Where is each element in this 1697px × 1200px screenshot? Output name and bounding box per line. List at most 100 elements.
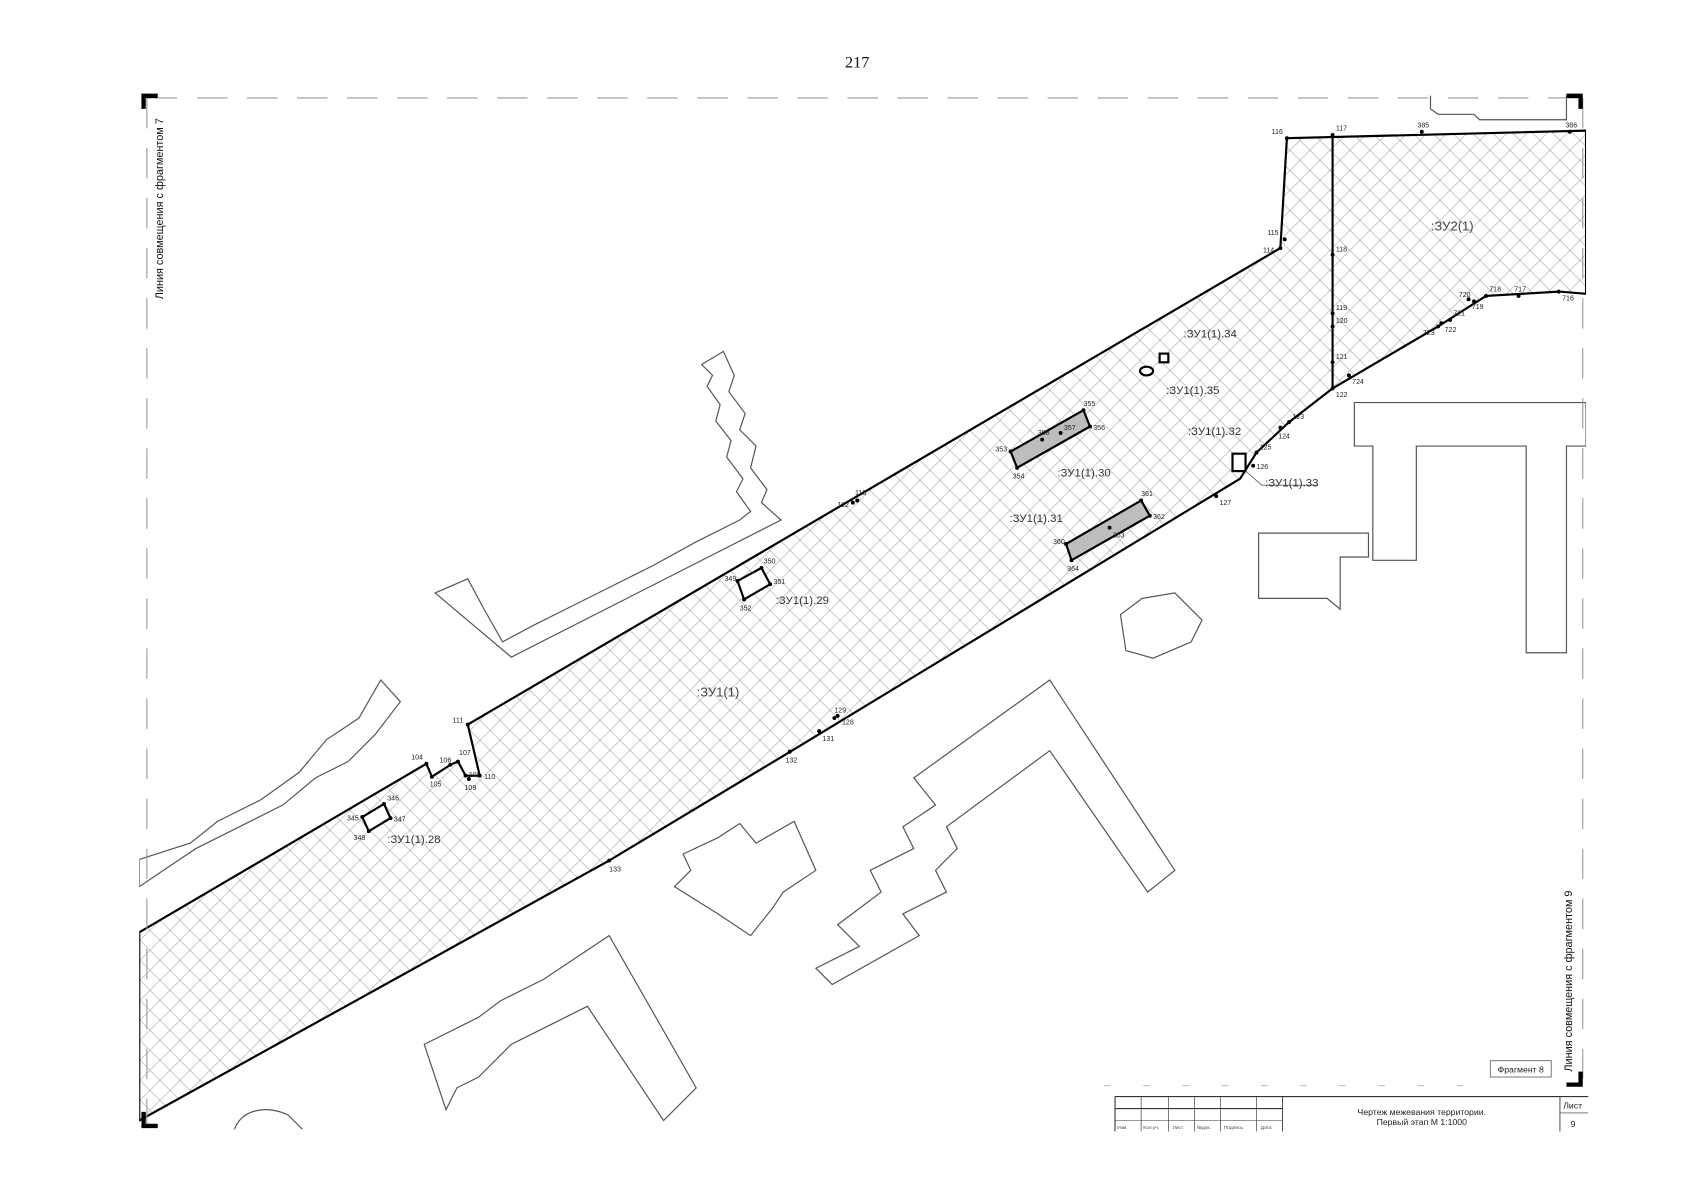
boundary-point-label: 386 xyxy=(1565,122,1577,129)
building xyxy=(434,350,783,658)
building xyxy=(139,678,402,888)
subparcel-label: :ЗУ1(1).32 xyxy=(1188,426,1241,438)
subparcel-35[interactable] xyxy=(1138,365,1155,377)
boundary-point xyxy=(1419,129,1424,134)
building xyxy=(814,679,1176,986)
boundary-point xyxy=(1330,386,1335,391)
boundary-point-label: 133 xyxy=(609,866,621,873)
boundary-point xyxy=(1330,132,1335,137)
title-col: Кол.уч. xyxy=(1143,1125,1159,1131)
sheet-label: Лист xyxy=(1563,1101,1582,1111)
boundary-point-label: 385 xyxy=(1417,122,1429,129)
match-line-label-right: Линия совмещения с фрагментом 9 xyxy=(1563,891,1575,1072)
boundary-point xyxy=(1251,463,1256,468)
boundary-point xyxy=(1287,420,1292,425)
building xyxy=(1353,401,1587,654)
boundary-point-label: 108 xyxy=(469,772,481,779)
boundary-point xyxy=(1439,321,1444,326)
boundary-point xyxy=(855,498,860,503)
title-col: Лист xyxy=(1173,1125,1184,1131)
boundary-point xyxy=(1088,424,1092,429)
boundary-point xyxy=(1107,525,1112,530)
boundary-point-label: 722 xyxy=(1445,327,1457,334)
boundary-point xyxy=(768,582,773,587)
boundary-point xyxy=(787,749,792,754)
boundary-point-label: 131 xyxy=(822,736,834,743)
match-line-label-left: Линия совмещения с фрагментом 7 xyxy=(154,118,166,299)
boundary-point xyxy=(607,858,612,863)
boundary-point-label: 119 xyxy=(1336,305,1347,312)
title-col: Изм. xyxy=(1117,1125,1127,1131)
subparcel-32[interactable] xyxy=(1231,452,1247,473)
boundary-point xyxy=(1567,129,1572,134)
boundary-point-label: 127 xyxy=(1219,500,1231,507)
boundary-point xyxy=(463,773,468,778)
boundary-point-label: 357 xyxy=(1064,425,1076,432)
boundary-point xyxy=(366,829,371,834)
boundary-point xyxy=(1282,237,1287,242)
building xyxy=(1429,95,1568,121)
boundary-point-label: 112 xyxy=(838,502,849,509)
boundary-point-label: 109 xyxy=(464,785,476,792)
parcel-label-main: :ЗУ1(1) xyxy=(697,684,740,699)
boundary-point-label: 125 xyxy=(1260,444,1272,451)
boundary-point xyxy=(835,713,840,718)
building xyxy=(1119,592,1203,659)
fragment-box xyxy=(1489,1060,1552,1078)
boundary-point xyxy=(1278,246,1283,251)
boundary-point-label: 364 xyxy=(1067,566,1079,573)
building xyxy=(423,934,697,1122)
boundary-point-label: 363 xyxy=(1113,532,1125,539)
boundary-point-label: 104 xyxy=(411,754,423,761)
boundary-point xyxy=(424,761,429,766)
building xyxy=(673,820,817,937)
boundary-point-label: 346 xyxy=(387,796,399,803)
boundary-point-label: 349 xyxy=(724,576,736,583)
boundary-point-label: 723 xyxy=(1423,330,1435,337)
boundary-point-label: 115 xyxy=(1267,230,1278,237)
boundary-point-label: 122 xyxy=(1336,392,1348,399)
boundary-point xyxy=(456,759,460,764)
boundary-point xyxy=(735,579,740,583)
boundary-point-label: 105 xyxy=(430,782,442,789)
boundary-point-label: 106 xyxy=(439,758,451,765)
boundary-point xyxy=(1064,542,1069,546)
boundary-point xyxy=(1214,494,1219,499)
boundary-point xyxy=(448,762,453,767)
boundary-point xyxy=(1346,373,1351,378)
drawing-frame xyxy=(141,93,1584,1129)
boundary-point xyxy=(1330,252,1335,257)
boundary-point xyxy=(1284,136,1289,141)
boundary-point xyxy=(360,815,365,819)
boundary-point xyxy=(742,597,747,602)
boundary-point-label: 120 xyxy=(1336,318,1348,325)
boundary-point-label: 719 xyxy=(1472,304,1484,311)
boundary-point-label: 355 xyxy=(1083,401,1095,408)
parcel-zu1-1-area[interactable] xyxy=(139,129,1587,1122)
boundary-point xyxy=(1466,297,1471,302)
boundary-point-label: 347 xyxy=(394,816,406,823)
boundary-point xyxy=(1330,311,1335,316)
page-number: 217 xyxy=(845,53,869,72)
boundary-point-label: 345 xyxy=(347,815,359,822)
boundary-point-label: 716 xyxy=(1562,295,1574,302)
boundary-point xyxy=(1139,498,1144,503)
boundary-point-label: 720 xyxy=(1459,292,1471,299)
subparcel-label: :ЗУ1(1).33 xyxy=(1265,477,1318,489)
parcel-label-second: :ЗУ2(1) xyxy=(1431,219,1474,234)
boundary-point xyxy=(1516,293,1521,298)
boundary-point-label: 107 xyxy=(459,750,471,757)
boundary-point-label: 128 xyxy=(842,720,854,727)
boundary-point xyxy=(1472,299,1476,304)
boundary-point xyxy=(466,776,471,781)
subparcel-34[interactable] xyxy=(1158,352,1170,364)
boundary-point-label: 132 xyxy=(785,758,797,765)
boundary-point xyxy=(817,729,822,734)
boundary-point-label: 352 xyxy=(740,605,752,612)
boundary-point xyxy=(1058,431,1063,435)
boundary-point-label: 113 xyxy=(855,490,866,497)
boundary-point xyxy=(1330,324,1335,329)
boundary-point xyxy=(1278,425,1283,430)
boundary-point-label: 356 xyxy=(1093,425,1105,432)
